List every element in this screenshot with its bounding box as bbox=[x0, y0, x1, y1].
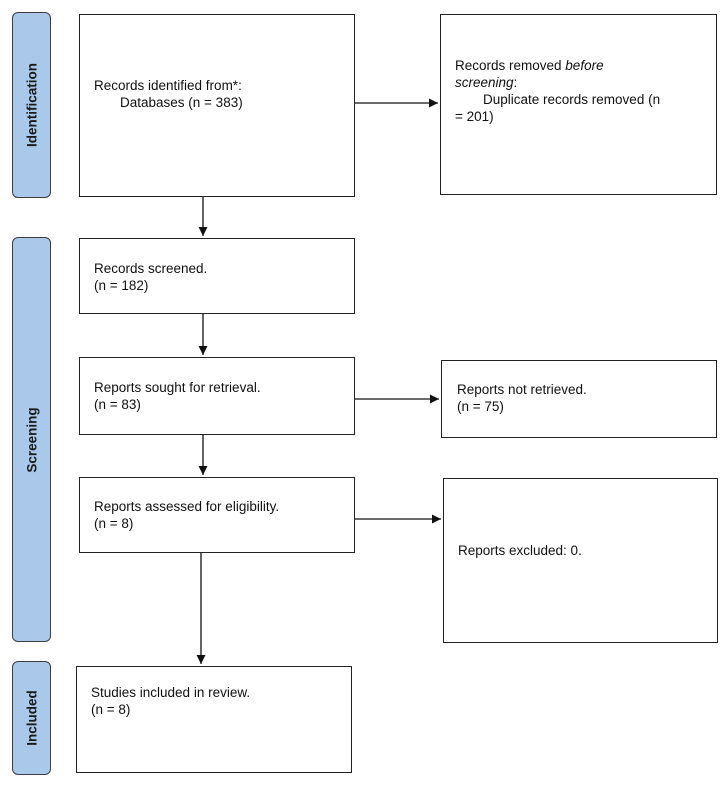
box-reports-assessed: Reports assessed for eligibility. (n = 8… bbox=[79, 477, 355, 553]
records-removed-colon: : bbox=[513, 75, 518, 90]
records-removed-before-text: before bbox=[565, 58, 604, 73]
phase-bar-screening: Screening bbox=[12, 237, 51, 642]
reports-excluded-label: Reports excluded: 0. bbox=[458, 543, 582, 558]
records-removed-label: Records removed before bbox=[455, 57, 712, 74]
reports-not-retrieved-label: Reports not retrieved. bbox=[457, 382, 587, 397]
duplicate-records-count: = 201) bbox=[455, 109, 494, 124]
records-screened-count: (n = 182) bbox=[94, 278, 149, 293]
studies-included-label: Studies included in review. bbox=[91, 685, 251, 700]
databases-count: Databases (n = 383) bbox=[120, 95, 243, 110]
records-identified-label: Records identified from*: bbox=[94, 78, 242, 93]
box-records-removed: Records removed before screening: Duplic… bbox=[440, 14, 717, 195]
records-removed-screening-line: screening: bbox=[455, 74, 712, 91]
box-reports-not-retrieved: Reports not retrieved. (n = 75) bbox=[441, 360, 717, 438]
records-removed-text: Records removed bbox=[455, 58, 566, 73]
phase-bar-included: Included bbox=[12, 661, 51, 775]
reports-not-retrieved-count: (n = 75) bbox=[457, 399, 504, 414]
phase-bar-identification: Identification bbox=[12, 12, 51, 198]
box-reports-excluded: Reports excluded: 0. bbox=[443, 478, 718, 643]
box-records-screened: Records screened. (n = 182) bbox=[79, 238, 355, 314]
reports-sought-count: (n = 83) bbox=[94, 397, 141, 412]
box-studies-included: Studies included in review. (n = 8) bbox=[76, 666, 352, 773]
records-removed-screening-text: screening bbox=[455, 75, 514, 90]
reports-assessed-label: Reports assessed for eligibility. bbox=[94, 499, 280, 514]
records-screened-label: Records screened. bbox=[94, 261, 208, 276]
reports-assessed-count: (n = 8) bbox=[94, 516, 134, 531]
studies-included-count: (n = 8) bbox=[91, 702, 131, 717]
box-records-identified: Records identified from*: Databases (n =… bbox=[79, 14, 355, 197]
duplicate-records-label: Duplicate records removed (n bbox=[483, 92, 661, 107]
reports-sought-label: Reports sought for retrieval. bbox=[94, 380, 261, 395]
box-reports-sought: Reports sought for retrieval. (n = 83) bbox=[79, 357, 355, 435]
